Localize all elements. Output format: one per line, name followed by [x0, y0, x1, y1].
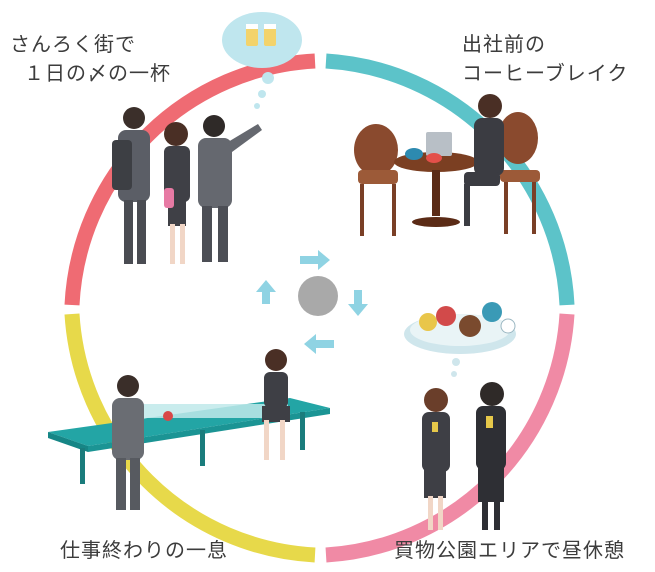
arrow-left-bottom — [304, 334, 334, 354]
label-lunch-text: 買物公園エリアで昼休憩 — [394, 538, 625, 562]
thought-bubble — [222, 12, 302, 109]
businessman-pointing — [198, 115, 262, 262]
woman-with-lanyard-right — [476, 382, 506, 530]
cafe-chair-right — [498, 112, 540, 234]
label-coffee-line1: 出社前の — [462, 32, 546, 56]
player-far — [262, 349, 290, 460]
arrow-down-right — [348, 290, 368, 316]
businessman-left — [112, 107, 150, 264]
food-tray — [404, 302, 516, 377]
woman-at-cafe — [464, 94, 504, 226]
woman-with-lanyard-left — [422, 388, 450, 530]
label-lunch-in-shopping-park: 買物公園エリアで昼休憩 — [394, 536, 625, 565]
player-near — [112, 375, 173, 510]
cafe-table — [394, 132, 478, 227]
cafe-chair-left — [354, 124, 398, 236]
label-drinks-line2: １日の〆の一杯 — [24, 61, 171, 85]
arrow-up-left — [256, 280, 276, 304]
label-after-work-text: 仕事終わりの一息 — [60, 538, 228, 562]
center-circle — [298, 276, 338, 316]
arrow-right-top — [300, 250, 330, 270]
label-drinks-in-sanroku: さんろく街で １日の〆の一杯 — [10, 30, 171, 88]
label-drinks-line1: さんろく街で — [10, 32, 136, 56]
ring-segment-yellow — [64, 313, 316, 563]
label-morning-coffee-break: 出社前の コーヒーブレイク — [462, 30, 628, 88]
label-after-work-break: 仕事終わりの一息 — [60, 536, 228, 565]
businesswoman-center — [164, 122, 190, 264]
label-coffee-line2: コーヒーブレイク — [462, 61, 629, 85]
cycle-arrows — [256, 250, 368, 354]
